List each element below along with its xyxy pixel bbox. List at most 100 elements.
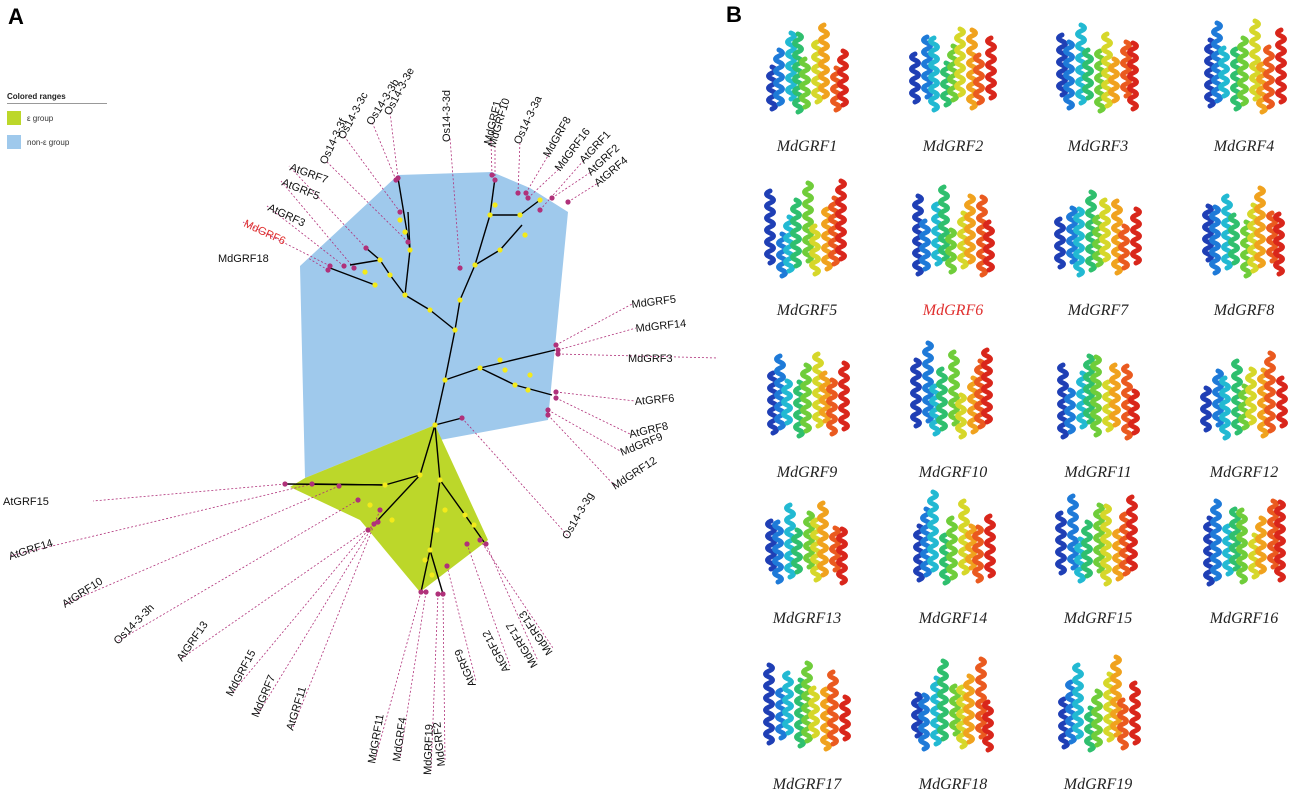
leader-line [547,414,616,487]
leaf-node [336,483,342,489]
helix [954,26,966,98]
structure-mdgrf12: MdGRF12 [1189,338,1299,482]
helix [928,35,940,113]
helix [1266,210,1278,264]
leaf-label: AtGRF12 [481,628,513,674]
helix [964,193,976,265]
helix [972,524,984,584]
ribbon-structure-icon [764,178,847,279]
helix [922,340,934,424]
helix [919,218,931,272]
ribbon-structure-icon [766,22,849,115]
helix [1090,354,1102,438]
structure-label: MdGRF1 [776,138,838,155]
helix [1055,510,1067,576]
leader-line [517,140,521,194]
leaf-node [363,245,369,251]
structure-mdgrf4: MdGRF4 [1189,12,1299,156]
helix [1255,515,1267,575]
leaf-node [375,519,381,525]
leaf-node [477,537,483,543]
structure-label: MdGRF16 [1209,610,1279,627]
internal-node [525,387,531,393]
helix [1204,37,1216,109]
leader-line [181,521,379,659]
helix [1275,27,1287,105]
leader-lines [9,111,719,772]
helix [1249,18,1261,102]
helix [1084,705,1096,753]
ribbon-structure-icon [1056,22,1139,114]
helix [818,22,830,100]
legend: Colored ranges ε group non-ε group [7,92,107,158]
leaf-node [483,541,489,547]
helix [1236,507,1248,585]
internal-node [512,382,518,388]
structure-label: MdGRF6 [922,302,984,319]
internal-node [382,482,388,488]
leader-line [371,121,397,181]
helix [1121,363,1133,441]
structure-label: MdGRF3 [1067,138,1129,155]
internal-node [497,247,503,253]
tree-branch [429,479,441,551]
leader-line [231,529,369,694]
helix [1083,353,1095,425]
helix [1093,502,1105,574]
helix [1066,205,1078,265]
helix [800,362,812,434]
structure-label: MdGRF15 [1063,610,1133,627]
leaf-node [537,207,543,213]
helix [765,518,777,572]
leader-line [555,391,636,402]
internal-node [422,557,428,563]
internal-node [429,572,435,578]
leaf-node [405,239,411,245]
leaf-node [545,412,551,418]
helix [981,347,993,425]
helix [948,349,960,427]
helix [1245,366,1257,426]
internal-node [437,477,443,483]
helix [1267,498,1279,570]
helix [1120,39,1132,99]
legend-label-non-epsilon: non-ε group [27,137,70,147]
leader-line [551,171,592,199]
leaf-label: MdGRF15 [224,648,258,698]
leaf-node [341,263,347,269]
leaf-label: Os14-3-3a [512,93,545,146]
helix [1073,206,1085,278]
helix [963,673,975,745]
helix [1203,515,1215,587]
leader-line [288,165,367,249]
internal-node [517,212,523,218]
leaf-label: MdGRF6 [242,218,288,248]
leader-line [117,499,359,642]
leader-line [374,591,422,761]
internal-node [497,357,503,363]
leader-line [557,353,719,359]
ribbon-structure-icon [767,351,850,439]
leaf-node [523,190,529,196]
tree-branch [429,309,456,331]
internal-node [427,307,433,313]
helix [826,377,838,437]
helix [973,52,985,106]
leader-line [64,485,340,605]
leaf-node [397,209,403,215]
tree-branch [329,267,376,286]
tree-branch [459,264,476,301]
internal-node [462,512,468,518]
tree-branch [474,214,491,266]
leader-line [525,153,550,194]
helix [1081,519,1093,579]
ribbon-structure-icon [913,489,996,586]
leaf-label: AtGRF15 [3,496,49,508]
helix [1276,375,1288,429]
ribbon-structure-icon [1055,493,1138,587]
helix [828,195,840,267]
helix [1247,202,1259,274]
internal-node [457,297,463,303]
leaf-node [457,265,463,271]
